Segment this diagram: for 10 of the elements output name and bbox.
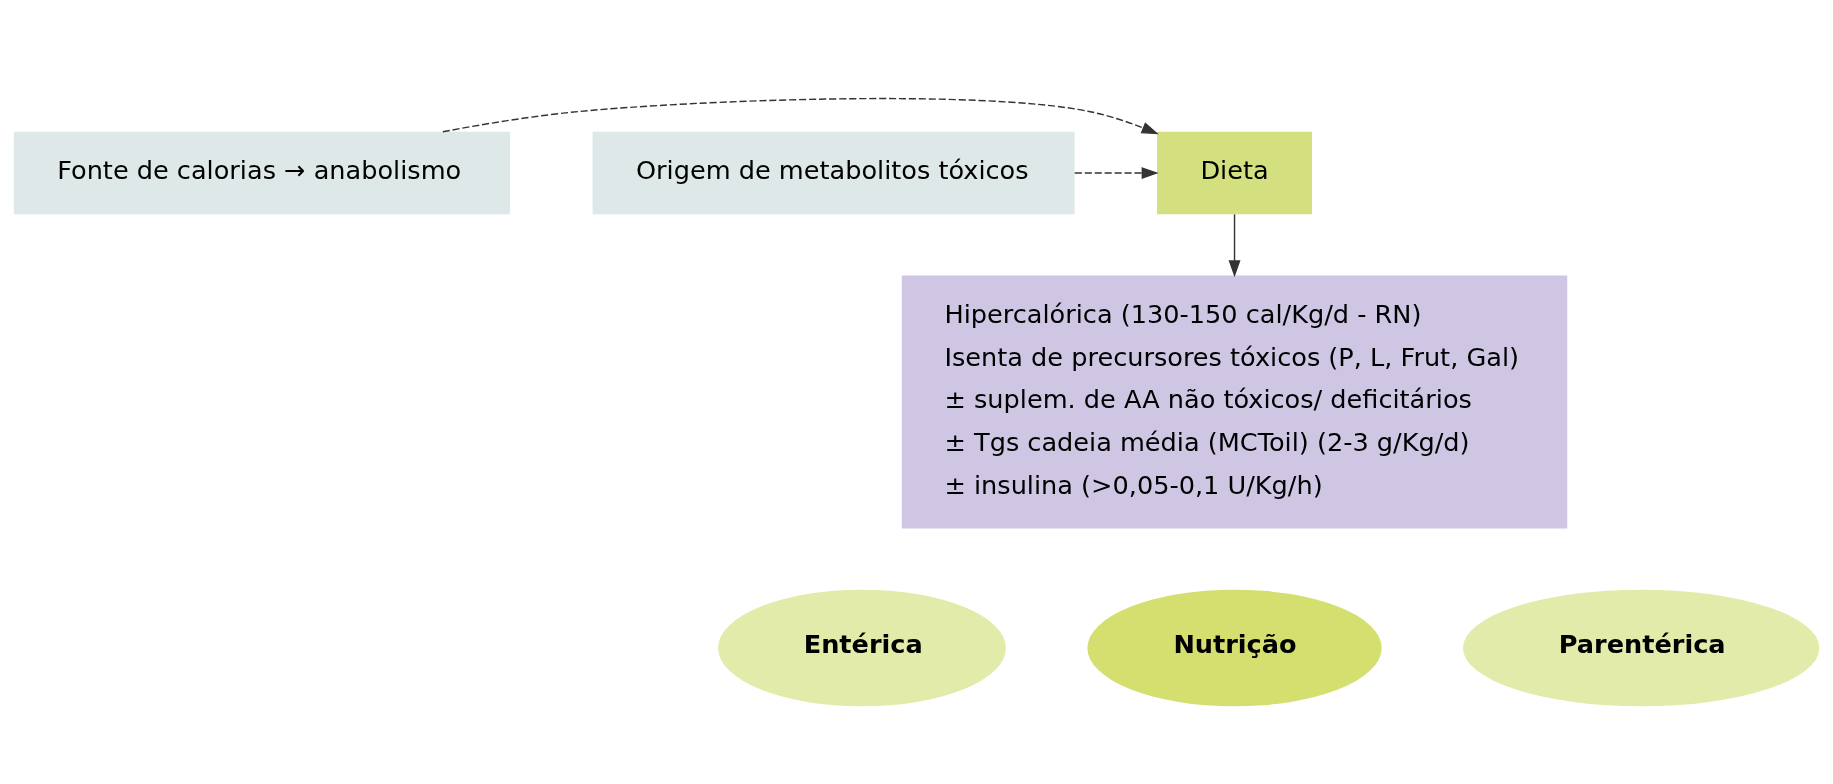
- node-box: Origem de metabolitos tóxicos: [592, 131, 1075, 215]
- node-ellipse: Entérica: [718, 589, 1006, 707]
- node-box: Fonte de calorias → anabolismo: [13, 131, 511, 215]
- node-ellipse: Parentérica: [1463, 589, 1820, 707]
- node-ellipse: Nutrição: [1087, 589, 1382, 707]
- node-box: Dieta: [1157, 131, 1313, 215]
- node-box: Hipercalórica (130-150 cal/Kg/d - RN) Isenta de precursores tóxicos (P, L, Frut, Gal) ± suplem. de AA não tóxicos/ deficitários ± Tgs cadeia média (MCToil) (2-3 g/Kg/d) ± insulina (>0,05-0,1 U/Kg/h): [901, 275, 1568, 529]
- arrow: [442, 97, 1159, 135]
- arrow: [1228, 213, 1241, 278]
- arrow: [1074, 167, 1159, 180]
